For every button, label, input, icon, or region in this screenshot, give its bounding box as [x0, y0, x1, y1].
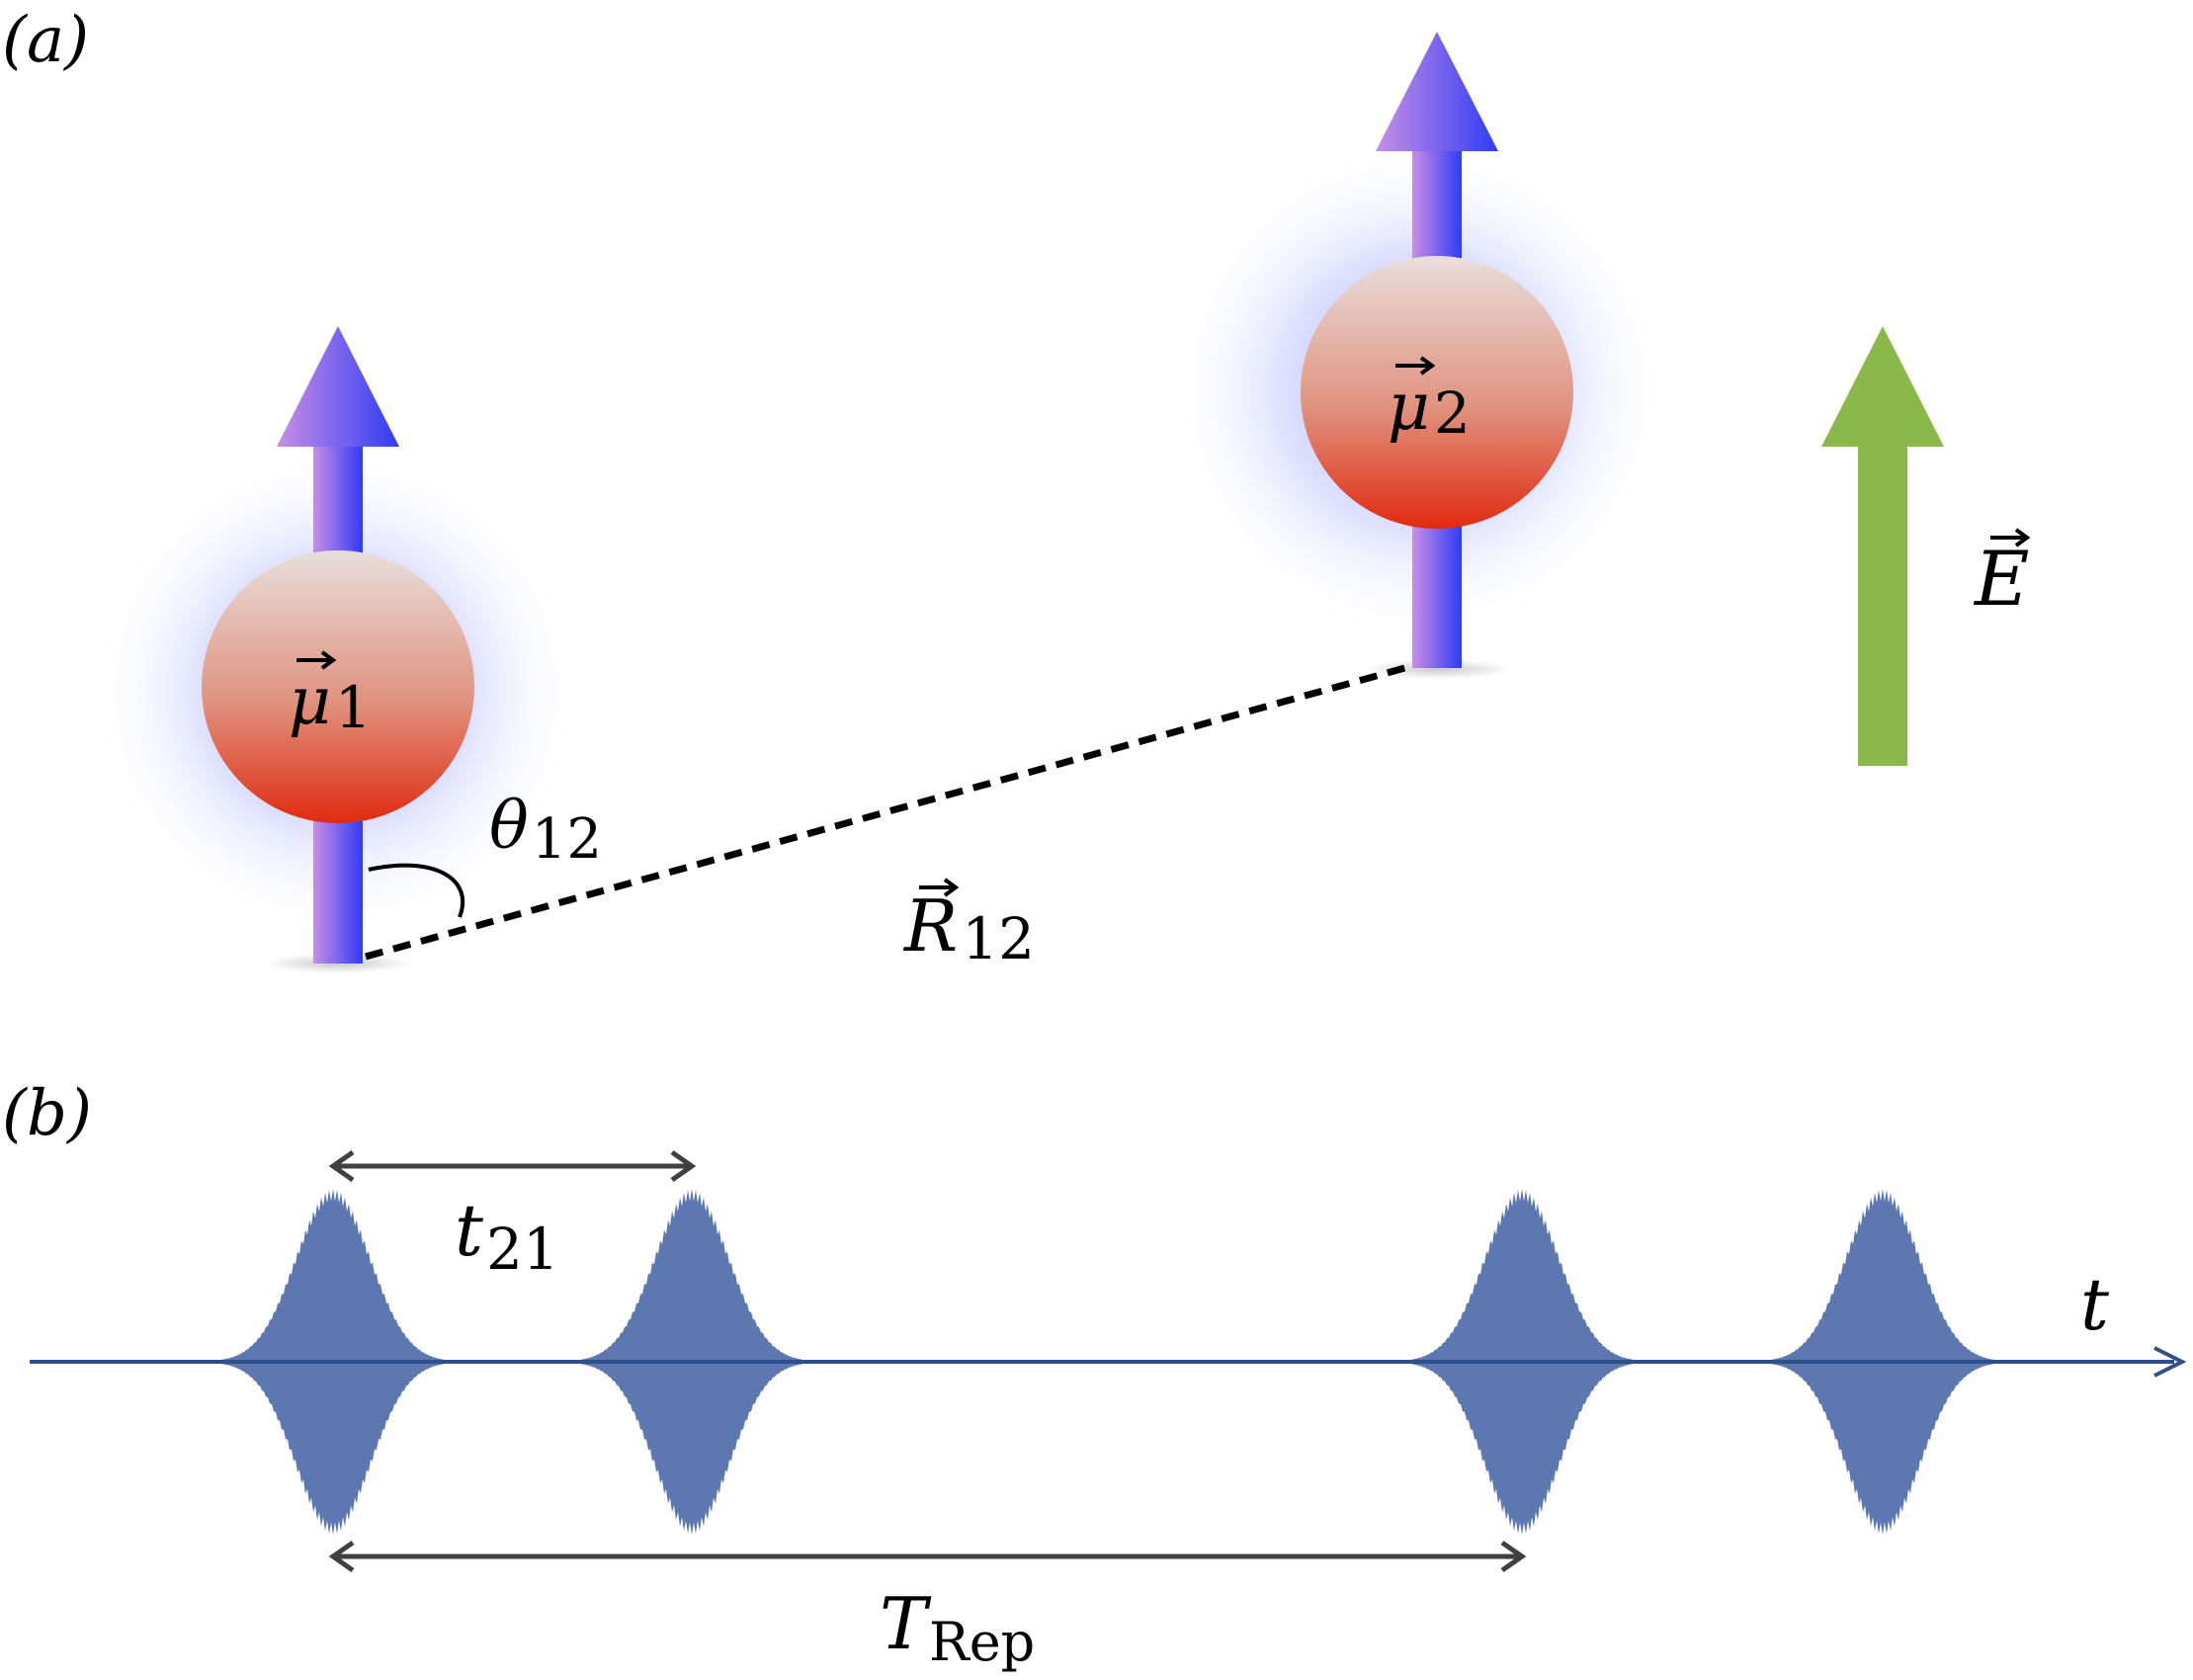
delay-double-arrow-icon: [328, 1149, 697, 1183]
time-axis-arrow-icon: [2153, 1346, 2187, 1378]
dipole-2-sphere: [1301, 256, 1573, 529]
dipole-1-arrow-head-icon: [277, 326, 399, 447]
dipole-2-shadow: [1364, 659, 1512, 679]
angle-arc: [368, 863, 465, 918]
panel-a-label: (a): [2, 4, 89, 77]
dipole-2-vector-arrow-icon: [1395, 356, 1436, 376]
dipole-2-arrow-head-icon: [1376, 32, 1498, 151]
electric-field-vector-arrow-icon: [1990, 528, 2031, 547]
delay-label: t21: [455, 1189, 559, 1283]
separation-dashed-line: [365, 663, 1409, 961]
dipole-2-label: μ2: [1388, 369, 1471, 447]
separation-vector-arrow-icon: [919, 878, 960, 897]
dipole-1: μ1: [89, 326, 583, 973]
repetition-label: TRep: [880, 1582, 1035, 1673]
time-axis: [30, 1346, 2187, 1378]
dipole-2: μ2: [1166, 32, 1670, 679]
dipole-1-label: μ1: [289, 663, 372, 741]
electric-field-arrow-icon: [1821, 326, 1944, 766]
dipole-1-vector-arrow-icon: [296, 650, 337, 670]
panel-b-label: (b): [2, 1077, 92, 1150]
angle-label: θ12: [489, 788, 602, 872]
separation-label: R12: [902, 884, 1035, 972]
time-axis-label: t: [2080, 1263, 2110, 1346]
dipole-1-sphere: [202, 550, 474, 823]
repetition-double-arrow-icon: [328, 1540, 1527, 1573]
electric-field-label: E: [1973, 535, 2029, 623]
